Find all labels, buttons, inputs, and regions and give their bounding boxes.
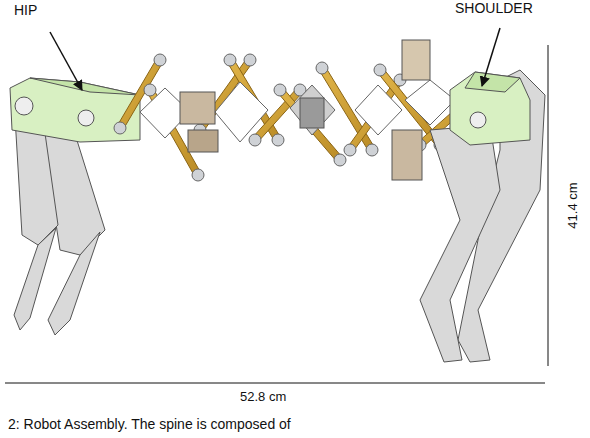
dimension-label: 52.8 cm xyxy=(240,389,286,404)
rod-knob xyxy=(334,154,346,166)
rod-knob xyxy=(154,54,166,66)
rod-knob xyxy=(374,64,386,76)
leader-arrow xyxy=(50,32,82,90)
part-label: HIP xyxy=(14,2,37,18)
rod-knob xyxy=(366,144,378,156)
rod-knob xyxy=(192,169,204,181)
dimension-line xyxy=(548,45,549,366)
rod-knob xyxy=(114,122,126,134)
rod-knob xyxy=(249,134,261,146)
leader-arrow xyxy=(482,28,500,86)
rod-knob xyxy=(272,134,284,146)
rod-knob xyxy=(244,54,256,66)
part-label: SHOULDER xyxy=(455,0,533,16)
rod-knob xyxy=(274,84,286,96)
rod-knob xyxy=(344,144,356,156)
rod-knob xyxy=(224,54,236,66)
dimension-label: 41.4 cm xyxy=(565,182,580,228)
rod-knob xyxy=(316,62,328,74)
dimension-line xyxy=(5,383,545,384)
rod-knob xyxy=(144,84,156,96)
figure-caption: 2: Robot Assembly. The spine is composed… xyxy=(8,416,291,432)
spine-rod xyxy=(277,88,342,163)
